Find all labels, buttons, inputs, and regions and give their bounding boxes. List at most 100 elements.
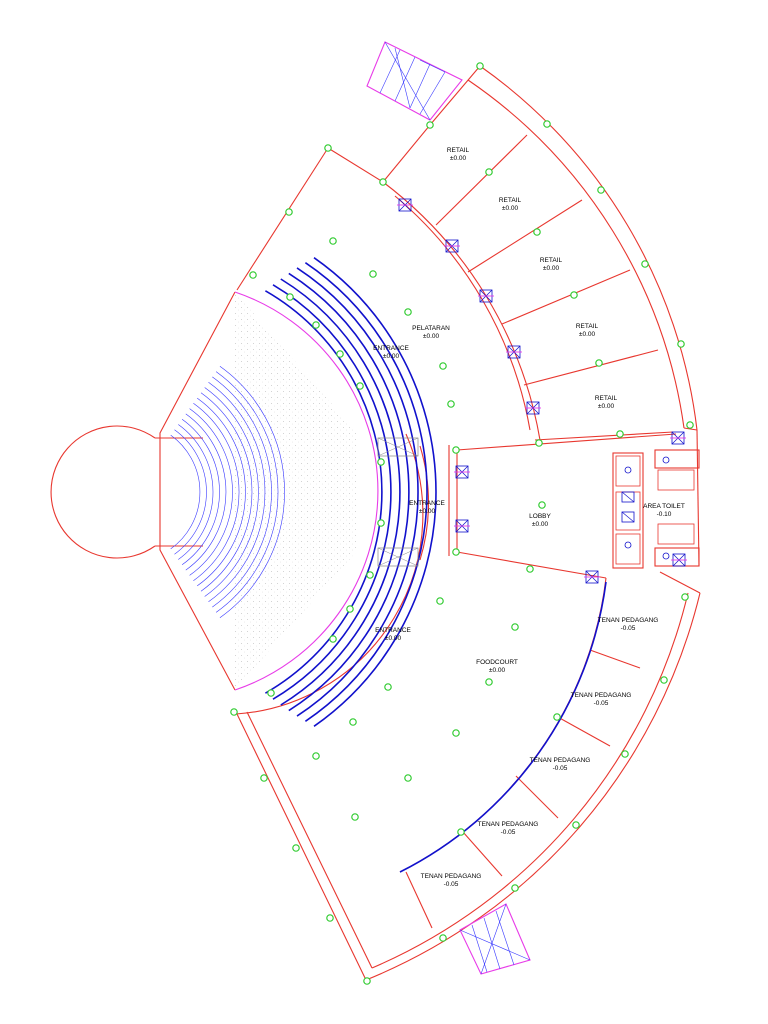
column-marker xyxy=(533,228,541,236)
retail-level: ±0.00 xyxy=(598,403,615,410)
column-marker xyxy=(485,168,493,176)
column-marker xyxy=(511,884,519,892)
retail-level: ±0.00 xyxy=(579,331,596,338)
seating-row xyxy=(170,434,201,550)
seating-row xyxy=(200,392,253,592)
column-marker xyxy=(349,718,357,726)
entrance-stairs xyxy=(265,257,437,727)
column-marker xyxy=(597,186,605,194)
tenan-label: TENAN PEDAGANG xyxy=(478,821,539,828)
seating-row xyxy=(181,418,220,566)
toilet-fixtures xyxy=(621,456,670,560)
lobby-level: ±0.00 xyxy=(532,521,549,528)
door-symbol xyxy=(397,198,413,212)
seating-row xyxy=(193,403,240,581)
column-marker xyxy=(436,597,444,605)
column-marker xyxy=(439,362,447,370)
column-marker xyxy=(570,291,578,299)
column-marker xyxy=(404,308,412,316)
retail-label: RETAIL xyxy=(499,197,522,204)
column-marker xyxy=(543,120,551,128)
column-marker xyxy=(285,208,293,216)
area-toilet-level: -0.10 xyxy=(657,511,672,518)
seating-row xyxy=(219,366,285,618)
amphitheatre xyxy=(159,291,379,691)
column-marker xyxy=(346,605,354,613)
door-symbol xyxy=(444,239,460,253)
column-marker xyxy=(681,593,689,601)
pelataran-label: PELATARAN xyxy=(412,325,450,332)
column-marker xyxy=(452,548,460,556)
retail-level: ±0.00 xyxy=(502,205,519,212)
door-symbol xyxy=(478,289,494,303)
column-marker xyxy=(511,623,519,631)
column-marker xyxy=(526,565,534,573)
door-symbol xyxy=(525,401,541,415)
retail-level: ±0.00 xyxy=(543,265,560,272)
column-marker xyxy=(641,260,649,268)
column-marker xyxy=(329,237,337,245)
column-marker xyxy=(677,340,685,348)
retail-label: RETAIL xyxy=(576,323,599,330)
column-marker xyxy=(249,271,257,279)
column-marker xyxy=(379,178,387,186)
stair-step xyxy=(272,284,392,700)
column-marker xyxy=(292,844,300,852)
column-marker xyxy=(312,752,320,760)
seating-row xyxy=(215,371,279,613)
column-marker xyxy=(457,828,465,836)
column-marker xyxy=(452,729,460,737)
column-marker xyxy=(485,678,493,686)
column-marker xyxy=(535,439,543,447)
entrance-level: ±0.00 xyxy=(419,508,436,515)
area-toilet-label: AREA TOILET xyxy=(643,503,685,510)
lobby-label: LOBBY xyxy=(529,513,551,520)
retail-label: RETAIL xyxy=(540,257,563,264)
column-marker xyxy=(286,293,294,301)
column-marker xyxy=(595,359,603,367)
column-marker xyxy=(336,350,344,358)
tenan-label: TENAN PEDAGANG xyxy=(571,692,632,699)
column-marker xyxy=(351,813,359,821)
door-symbol xyxy=(506,345,522,359)
pelataran-level: ±0.00 xyxy=(423,333,440,340)
building-walls xyxy=(235,65,701,981)
stair-step xyxy=(288,272,410,712)
column-marker xyxy=(377,519,385,527)
column-marker xyxy=(329,635,337,643)
column-marker xyxy=(572,821,580,829)
seating-row xyxy=(178,424,214,560)
entrance-level: ±0.00 xyxy=(383,353,400,360)
entrance-label: ENTRANCE xyxy=(409,500,445,507)
column-marker xyxy=(616,430,624,438)
column-marker xyxy=(369,270,377,278)
tenan-level: -0.05 xyxy=(553,765,568,772)
tenan-level: -0.05 xyxy=(501,829,516,836)
door-symbol xyxy=(584,570,600,584)
column-marker xyxy=(267,689,275,697)
column-marker xyxy=(363,977,371,985)
entrance-level: ±0.00 xyxy=(385,635,402,642)
column-marker xyxy=(366,571,374,579)
foodcourt-level: ±0.00 xyxy=(489,667,506,674)
column-marker xyxy=(538,501,546,509)
column-marker xyxy=(404,774,412,782)
column-marker xyxy=(356,382,364,390)
stair-step xyxy=(280,278,401,706)
retail-label: RETAIL xyxy=(595,395,618,402)
doors xyxy=(397,198,687,584)
bottom-staircase xyxy=(459,903,531,975)
column-marker xyxy=(326,914,334,922)
door-symbol xyxy=(454,465,470,479)
foodcourt-label: FOODCOURT xyxy=(476,659,518,666)
column-marker xyxy=(324,144,332,152)
tenan-counter-edge xyxy=(399,581,607,873)
seating-row xyxy=(197,397,246,587)
door-symbol xyxy=(454,519,470,533)
door-symbol xyxy=(670,431,686,445)
column-marker xyxy=(377,458,385,466)
column-marker xyxy=(553,713,561,721)
seating-row xyxy=(208,381,266,603)
column-marker xyxy=(384,683,392,691)
